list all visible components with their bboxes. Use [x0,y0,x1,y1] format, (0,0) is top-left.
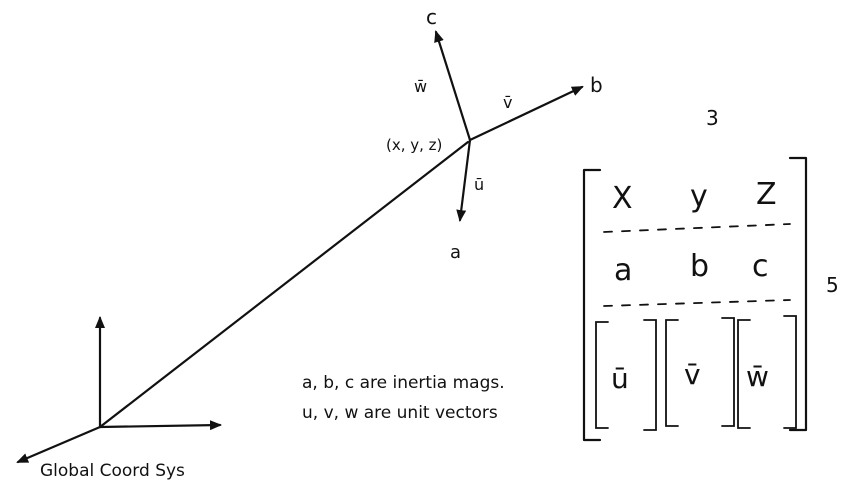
u-bracket-right [643,319,657,431]
global-x-axis [98,420,222,431]
matrix-cell-z: Z [756,177,777,212]
matrix-row-divider-1 [603,223,791,233]
matrix-cell-u: ū [611,362,629,395]
v-vector-arrow [468,85,584,142]
note-inertia: a, b, c are inertia mags. [302,373,505,393]
w-bracket-left [737,319,751,429]
u-vector-label: ū [474,175,484,194]
v-vector-label: v̄ [503,93,512,112]
note-unit-vectors: u, v, w are unit vectors [302,403,498,423]
matrix: 3 5 X y Z a b c ū v̄ w̄ [582,106,839,442]
matrix-cell-w: w̄ [746,360,769,393]
global-y-axis [16,425,102,464]
matrix-row-count-label: 3 [706,106,719,130]
matrix-right-bracket [788,156,808,432]
matrix-cell-x: X [612,181,633,216]
u-bracket-left [595,321,609,429]
v-bracket-left [665,319,679,427]
global-coord-label: Global Coord Sys [40,461,185,481]
axis-label-a: a [450,242,461,263]
axis-label-c: c [426,5,437,29]
matrix-cell-v: v̄ [684,358,701,391]
matrix-cell-y: y [690,179,708,214]
matrix-cell-b: b [690,249,709,284]
u-vector-arrow [456,138,472,222]
matrix-cell-a: a [614,253,632,288]
w-vector-arrow [434,30,472,142]
matrix-col-count-label: 5 [826,273,839,297]
axis-label-b: b [590,73,603,97]
position-vector-line [98,140,470,429]
w-vector-label: w̄ [414,77,427,96]
matrix-row-divider-2 [603,299,791,307]
matrix-cell-c: c [752,249,769,284]
w-bracket-right [783,315,797,429]
global-axes [16,316,222,464]
local-frame [434,30,584,222]
v-bracket-right [721,317,735,427]
matrix-left-bracket [582,168,602,442]
point-label: (x, y, z) [386,136,442,154]
